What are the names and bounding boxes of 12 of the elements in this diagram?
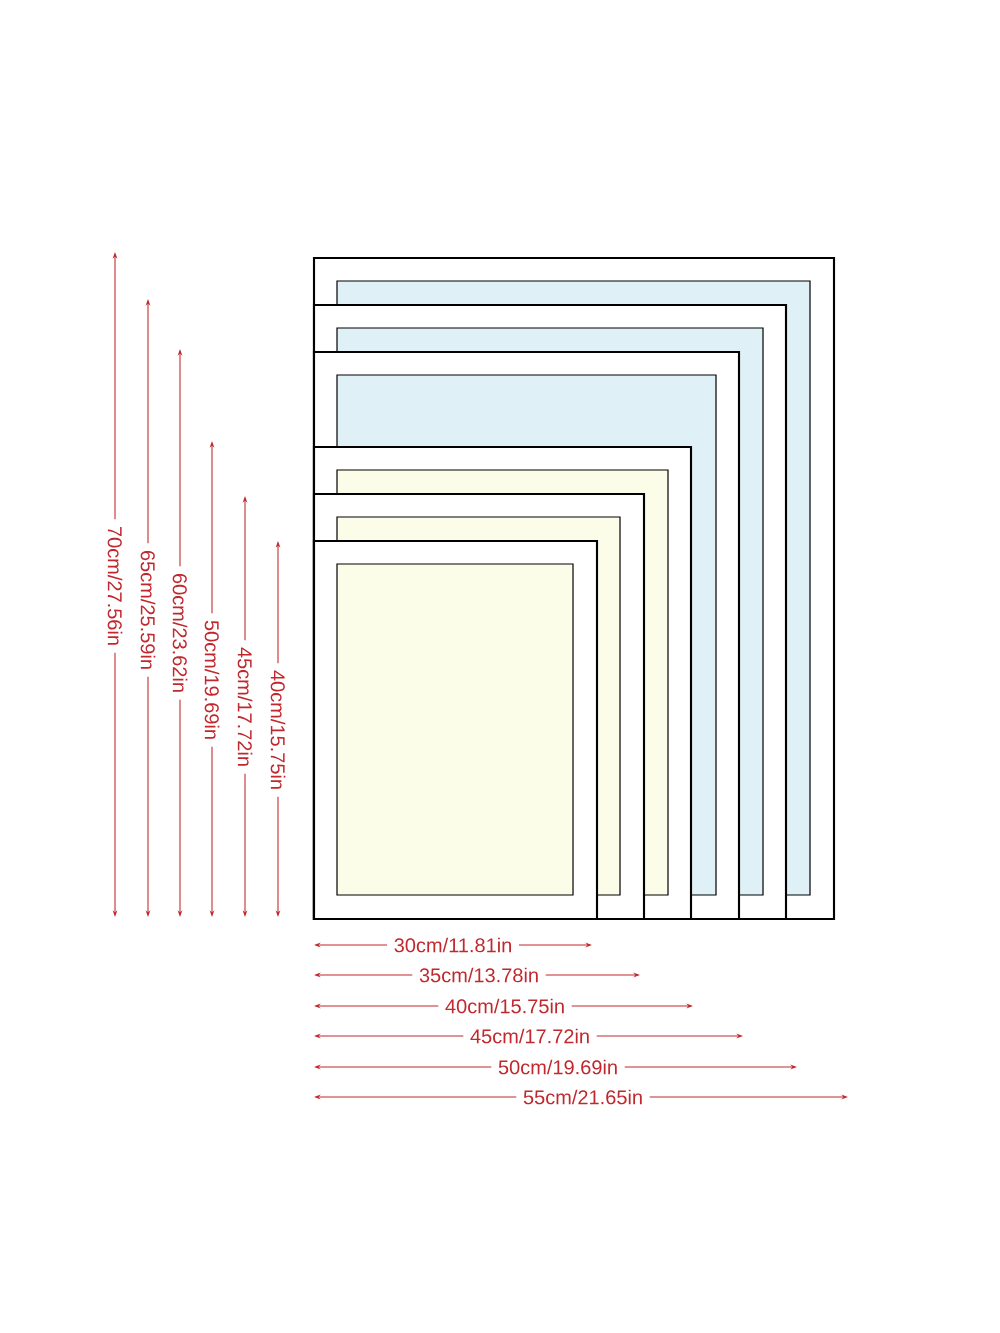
dimension-label: 30cm/11.81in	[387, 931, 519, 959]
dimension-label: 50cm/19.69in	[491, 1053, 625, 1081]
dimension-label: 60cm/23.62in	[166, 566, 194, 700]
dimension-label: 55cm/21.65in	[516, 1083, 650, 1111]
dimension-label: 35cm/13.78in	[412, 961, 546, 989]
dimension-label: 50cm/19.69in	[198, 613, 226, 747]
dimension-label: 65cm/25.59in	[134, 543, 162, 677]
dimension-label: 40cm/15.75in	[438, 992, 572, 1020]
dimension-label: 40cm/15.75in	[264, 663, 292, 797]
dimension-label: 45cm/17.72in	[463, 1022, 597, 1050]
dimension-label: 45cm/17.72in	[231, 640, 259, 774]
dimension-label: 70cm/27.56in	[101, 519, 129, 653]
